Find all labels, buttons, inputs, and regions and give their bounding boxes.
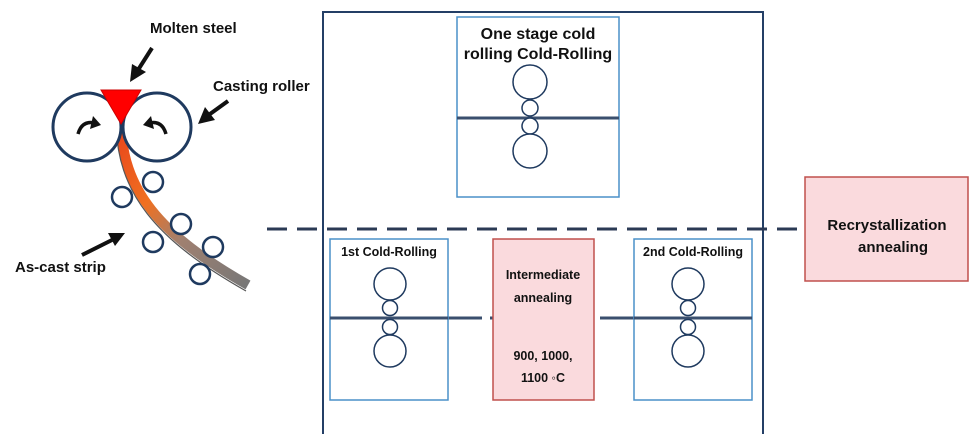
- second-cold-rolling-box: 2nd Cold-Rolling: [633, 238, 753, 401]
- recrystallization-line1: Recrystallization: [827, 217, 946, 234]
- arrow-icon: [198, 99, 230, 124]
- process-frame: [322, 11, 764, 434]
- intermediate-annealing-temp1: 900, 1000,: [513, 349, 572, 363]
- casting-roller-left: [51, 91, 123, 163]
- intermediate-annealing-line1: Intermediate: [506, 268, 580, 282]
- casting-roller-right: [121, 91, 193, 163]
- rotation-arrow-icon: [76, 116, 101, 135]
- pinch-roll: [201, 235, 225, 259]
- recrystallization-annealing-box: Recrystallization annealing: [804, 176, 969, 282]
- arrow-icon: [130, 46, 154, 82]
- pinch-roll: [188, 262, 212, 286]
- as-cast-strip-edge: [115, 119, 247, 292]
- pinch-roll: [110, 185, 134, 209]
- pinch-roll: [141, 170, 165, 194]
- molten-steel-funnel: [100, 89, 142, 125]
- pinch-roll: [141, 230, 165, 254]
- one-stage-title-line2: rolling Cold-Rolling: [464, 46, 612, 63]
- molten-steel-label: Molten steel: [150, 20, 237, 37]
- intermediate-annealing-temp2: 1100 ◦C: [521, 371, 565, 385]
- second-cold-rolling-title: 2nd Cold-Rolling: [643, 245, 743, 259]
- first-cold-rolling-box: 1st Cold-Rolling: [329, 238, 449, 401]
- recrystallization-line2: annealing: [858, 239, 928, 256]
- pinch-roll: [169, 212, 193, 236]
- as-cast-strip-band: [116, 119, 251, 290]
- intermediate-annealing-box: Intermediate annealing 900, 1000, 1100 ◦…: [492, 238, 595, 401]
- one-stage-cold-rolling-box: One stage cold rolling Cold-Rolling: [456, 16, 620, 198]
- first-cold-rolling-title: 1st Cold-Rolling: [341, 245, 437, 259]
- rotation-arrow-icon: [143, 116, 168, 135]
- twin-roll-caster: [51, 89, 251, 292]
- arrow-icon: [81, 233, 125, 257]
- intermediate-annealing-line2: annealing: [514, 291, 572, 305]
- casting-roller-label: Casting roller: [213, 78, 310, 95]
- as-cast-strip-label: As-cast strip: [15, 259, 106, 276]
- one-stage-title-line1: One stage cold: [481, 26, 596, 43]
